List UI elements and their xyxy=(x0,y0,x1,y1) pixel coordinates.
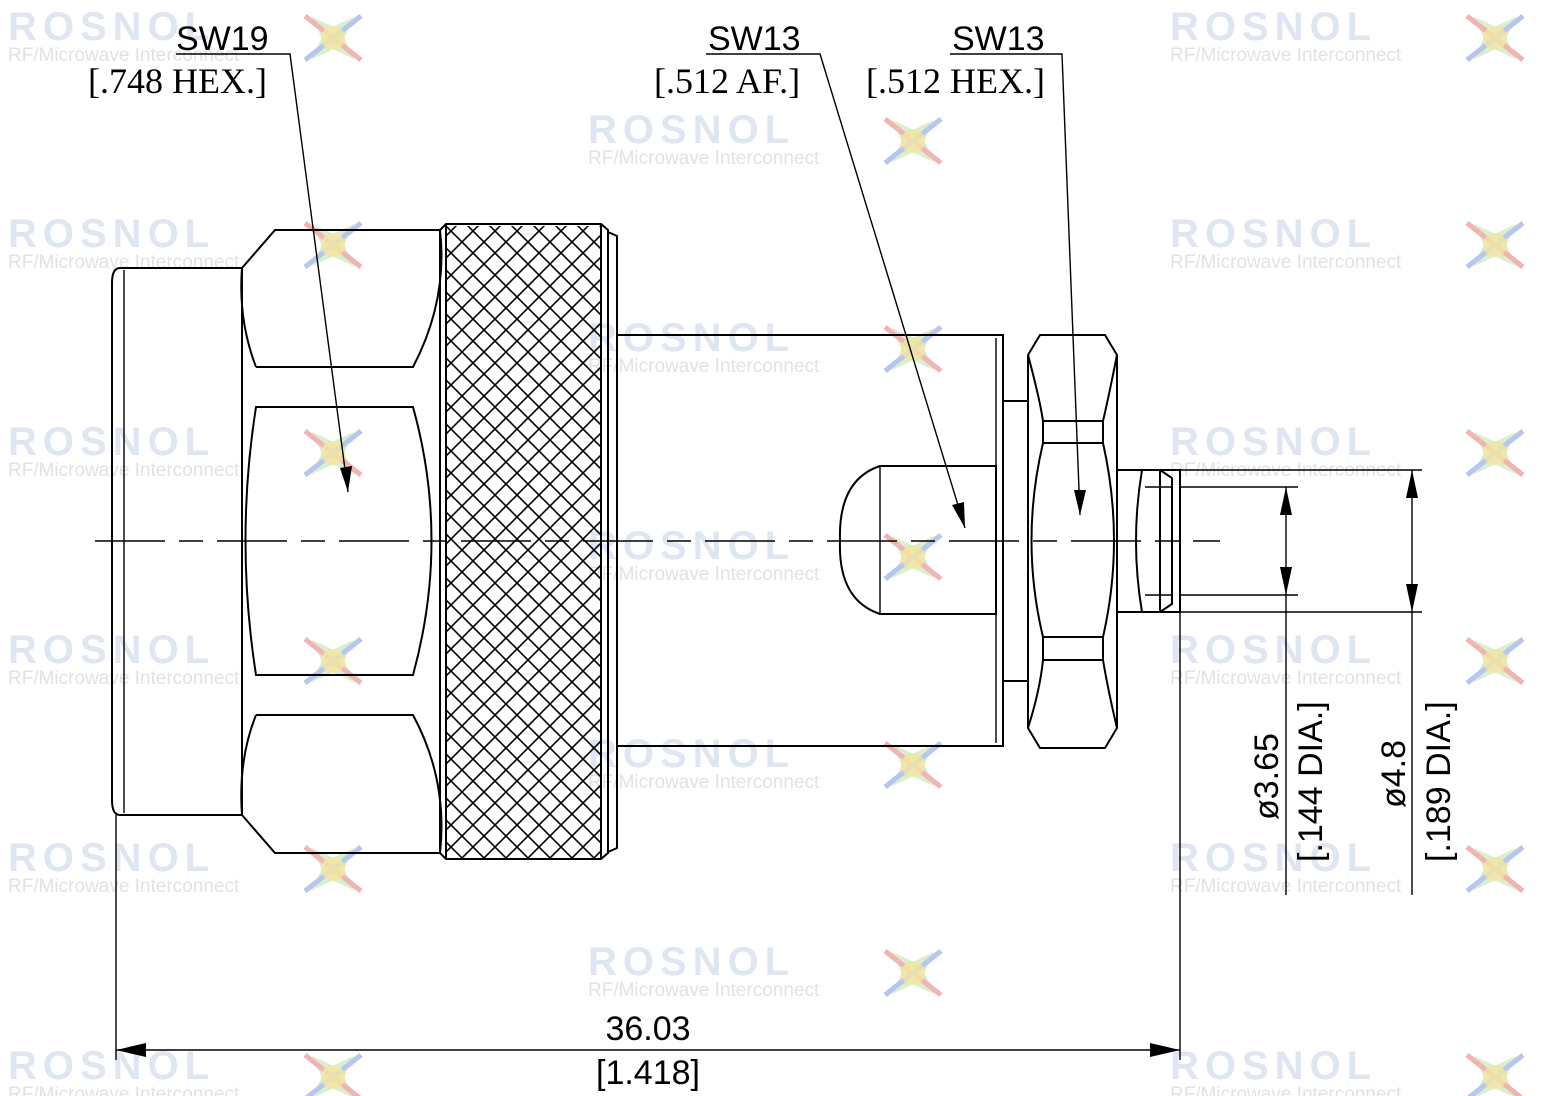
dim-length-metric: 36.03 xyxy=(605,1010,690,1048)
watermark-brand: ROSNOL xyxy=(1170,836,1377,880)
star-r-logo-icon xyxy=(871,99,956,184)
star-r-logo-icon xyxy=(1453,411,1538,496)
cable-stub xyxy=(1117,469,1181,613)
star-r-logo-icon xyxy=(291,619,376,704)
watermark-tagline: RF/Microwave Interconnect xyxy=(588,564,820,585)
star-r-logo-icon xyxy=(1453,1035,1538,1096)
dim-outer-dia-metric: ø4.8 xyxy=(1375,740,1413,808)
watermark-brand: ROSNOL xyxy=(1170,1044,1377,1088)
star-r-logo-icon xyxy=(291,1035,376,1096)
watermark-brand: ROSNOL xyxy=(588,524,795,568)
watermark-tagline: RF/Microwave Interconnect xyxy=(1170,45,1402,66)
knurled-coupling-ring xyxy=(439,223,618,860)
panel-hex-nut-sw13 xyxy=(1027,334,1118,749)
watermark-brand: ROSNOL xyxy=(588,108,795,152)
star-r-logo-icon xyxy=(291,827,376,912)
dimension-lines xyxy=(115,469,1422,1060)
watermark-brand: ROSNOL xyxy=(1170,420,1377,464)
star-r-logo-icon xyxy=(1453,203,1538,288)
star-r-logo-icon xyxy=(291,411,376,496)
dim-length-inch: [1.418] xyxy=(596,1054,700,1092)
star-r-logo-icon xyxy=(291,0,376,80)
leader-lines xyxy=(176,53,1086,529)
star-r-logo-icon xyxy=(871,723,956,808)
watermark-tagline: RF/Microwave Interconnect xyxy=(588,148,820,169)
callout-sw19-size: SW19 xyxy=(176,20,269,58)
watermark-brand: ROSNOL xyxy=(1170,628,1377,672)
watermark-brand: ROSNOL xyxy=(8,1044,215,1088)
hex-nut-sw19 xyxy=(240,229,443,854)
callout-sw13-hex-spec: [.512 HEX.] xyxy=(866,61,1045,101)
callout-sw13-af-size: SW13 xyxy=(708,20,801,58)
star-r-logo-icon xyxy=(871,515,956,600)
watermark-tagline: RF/Microwave Interconnect xyxy=(588,356,820,377)
star-r-logo-icon xyxy=(871,931,956,1016)
watermark-brand: ROSNOL xyxy=(8,836,215,880)
center-pin xyxy=(838,465,997,615)
dim-inner-dia-metric: ø3.65 xyxy=(1248,733,1286,820)
star-r-logo-icon xyxy=(291,203,376,288)
watermark-brand: ROSNOL xyxy=(8,212,215,256)
watermark-tagline: RF/Microwave Interconnect xyxy=(1170,252,1402,273)
watermark-tagline: RF/Microwave Interconnect xyxy=(1170,1084,1402,1096)
watermark-tagline: RF/Microwave Interconnect xyxy=(588,980,820,1001)
watermark-brand: ROSNOL xyxy=(8,420,215,464)
callout-sw13-af-spec: [.512 AF.] xyxy=(654,61,800,101)
star-r-logo-icon xyxy=(1453,619,1538,704)
watermark-tagline: RF/Microwave Interconnect xyxy=(8,876,240,897)
watermark-tagline: RF/Microwave Interconnect xyxy=(8,252,240,273)
watermark-brand: ROSNOL xyxy=(588,316,795,360)
watermark-tagline: RF/Microwave Interconnect xyxy=(8,45,240,66)
watermark-brand: ROSNOL xyxy=(588,732,795,776)
star-r-logo-icon xyxy=(1453,0,1538,80)
watermark-tagline: RF/Microwave Interconnect xyxy=(588,772,820,793)
callout-sw13-hex-size: SW13 xyxy=(952,20,1045,58)
watermark-brand: ROSNOL xyxy=(1170,5,1377,49)
callout-sw19-spec: [.748 HEX.] xyxy=(88,61,267,101)
watermark-brand: ROSNOL xyxy=(8,5,215,49)
dim-inner-dia-inch: [.144 DIA.] xyxy=(1292,701,1330,862)
dim-outer-dia-inch: [.189 DIA.] xyxy=(1420,701,1458,862)
watermark-brand: ROSNOL xyxy=(8,628,215,672)
watermark-tagline: RF/Microwave Interconnect xyxy=(8,1084,240,1096)
watermark-brand: ROSNOL xyxy=(1170,212,1377,256)
star-r-logo-icon xyxy=(871,307,956,392)
watermark-brand: ROSNOL xyxy=(588,940,795,984)
rear-body xyxy=(111,267,243,816)
star-r-logo-icon xyxy=(1453,827,1538,912)
